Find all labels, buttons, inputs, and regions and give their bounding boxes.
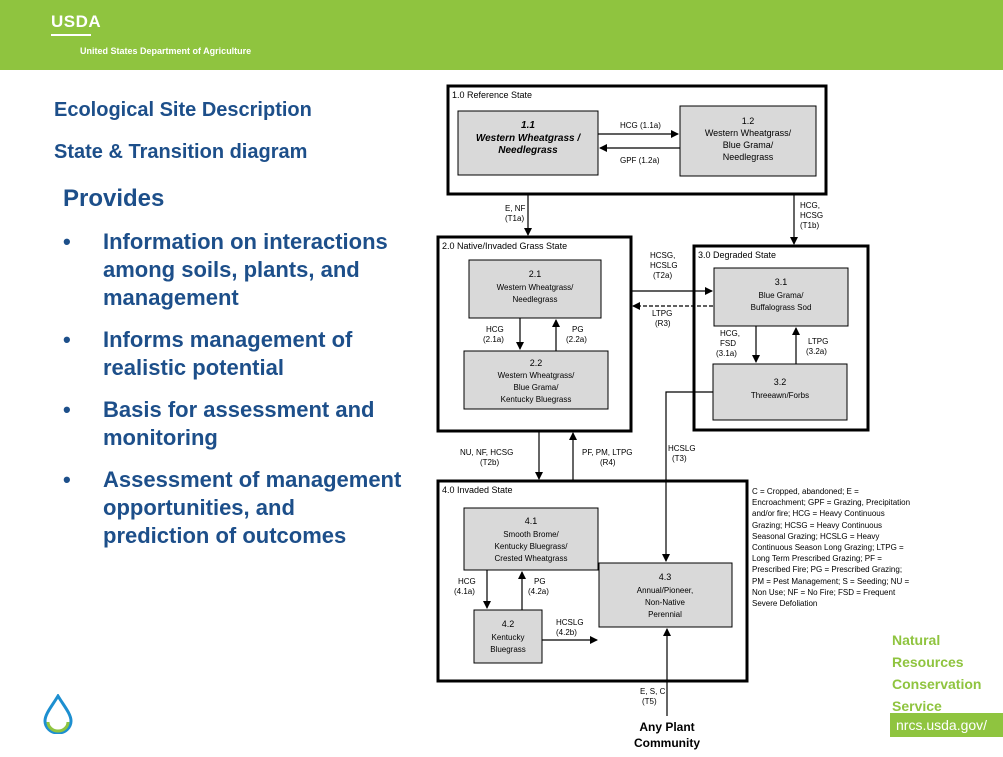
svg-text:Crested Wheatgrass: Crested Wheatgrass bbox=[495, 554, 568, 563]
header-band: USDA United States Department of Agricul… bbox=[0, 0, 1003, 70]
svg-text:Blue Grama/: Blue Grama/ bbox=[514, 383, 560, 392]
svg-text:4.3: 4.3 bbox=[659, 572, 672, 582]
transition-label-t1b: HCG, HCSG (T1b) bbox=[800, 201, 825, 230]
svg-text:Western Wheatgrass/: Western Wheatgrass/ bbox=[497, 283, 575, 292]
transition-label-3-1a: HCG, FSD (3.1a) bbox=[716, 329, 742, 358]
community-3-1: 3.1 Blue Grama/ Buffalograss Sod bbox=[713, 267, 849, 327]
community-1-2: 1.2 Western Wheatgrass/ Blue Grama/ Need… bbox=[679, 105, 817, 177]
bullet-item: •Basis for assessment and monitoring bbox=[63, 397, 375, 450]
svg-text:Blue Grama/: Blue Grama/ bbox=[723, 140, 774, 150]
provides-heading: Provides bbox=[63, 185, 165, 212]
usda-logo: USDA bbox=[51, 12, 101, 36]
svg-text:Bluegrass: Bluegrass bbox=[490, 645, 526, 654]
svg-text:Annual/Pioneer,: Annual/Pioneer, bbox=[637, 586, 694, 595]
bullet-item: •Information on interactions among soils… bbox=[63, 229, 388, 310]
transition-label-4-1a: HCG (4.1a) bbox=[454, 577, 478, 596]
water-drop-icon bbox=[43, 694, 73, 734]
state-label-4: 4.0 Invaded State bbox=[442, 485, 513, 495]
svg-text:3.2: 3.2 bbox=[774, 377, 787, 387]
transition-label-t1a: E, NF (T1a) bbox=[505, 204, 528, 223]
svg-text:4.1: 4.1 bbox=[525, 516, 538, 526]
svg-text:Needlegrass: Needlegrass bbox=[723, 152, 774, 162]
svg-text:Kentucky Bluegrass: Kentucky Bluegrass bbox=[501, 395, 572, 404]
transition-label-1-1a: HCG (1.1a) bbox=[620, 121, 661, 130]
community-2-1: 2.1 Western Wheatgrass/ Needlegrass bbox=[468, 259, 602, 319]
svg-text:3.1: 3.1 bbox=[775, 277, 788, 287]
svg-text:Needlegrass: Needlegrass bbox=[498, 145, 558, 156]
transition-label-r3: LTPG (R3) bbox=[652, 309, 675, 328]
svg-text:2.2: 2.2 bbox=[530, 358, 543, 368]
svg-text:Blue Grama/: Blue Grama/ bbox=[759, 291, 805, 300]
nrcs-url[interactable]: nrcs.usda.gov/ bbox=[890, 713, 1003, 737]
state-label-2: 2.0 Native/Invaded Grass State bbox=[442, 241, 567, 251]
svg-text:1.1: 1.1 bbox=[521, 120, 535, 131]
bullet-list: •Information on interactions among soils… bbox=[63, 228, 403, 564]
diagram-legend: C = Cropped, abandoned; E = Encroachment… bbox=[752, 487, 911, 609]
community-2-2: 2.2 Western Wheatgrass/ Blue Grama/ Kent… bbox=[463, 350, 609, 410]
svg-text:Western Wheatgrass/: Western Wheatgrass/ bbox=[498, 371, 576, 380]
any-plant-community: Any Plant Community bbox=[634, 720, 700, 750]
transition-label-t3: HCSLG (T3) bbox=[668, 444, 698, 463]
nrcs-agency-name: Natural Resources Conservation Service bbox=[892, 632, 982, 714]
arrow-t3 bbox=[662, 391, 713, 562]
transition-label-1-2a: GPF (1.2a) bbox=[620, 156, 660, 165]
svg-text:1.2: 1.2 bbox=[742, 116, 755, 126]
bullet-item: •Assessment of management opportunities,… bbox=[63, 467, 402, 548]
community-4-1: 4.1 Smooth Brome/ Kentucky Bluegrass/ Cr… bbox=[463, 507, 599, 571]
slide-title-line2: State & Transition diagram bbox=[54, 141, 308, 163]
bullet-item: •Informs management of realistic potenti… bbox=[63, 327, 353, 380]
svg-text:Needlegrass: Needlegrass bbox=[513, 295, 558, 304]
svg-text:Kentucky Bluegrass/: Kentucky Bluegrass/ bbox=[495, 542, 569, 551]
community-4-3: 4.3 Annual/Pioneer, Non-Native Perennial bbox=[598, 562, 733, 628]
transition-label-3-2a: LTPG (3.2a) bbox=[806, 337, 831, 356]
slide-title-line1: Ecological Site Description bbox=[54, 99, 312, 121]
transition-label-2-2a: PG (2.2a) bbox=[566, 325, 587, 344]
transition-label-2-1a: HCG (2.1a) bbox=[483, 325, 506, 344]
svg-text:Threeawn/Forbs: Threeawn/Forbs bbox=[751, 391, 809, 400]
community-4-2: 4.2 Kentucky Bluegrass bbox=[473, 609, 543, 664]
transition-label-r4: PF, PM, LTPG (R4) bbox=[582, 448, 635, 467]
svg-text:Perennial: Perennial bbox=[648, 610, 682, 619]
svg-text:Kentucky: Kentucky bbox=[492, 633, 525, 642]
svg-text:Smooth Brome/: Smooth Brome/ bbox=[503, 530, 559, 539]
transition-label-t5: E, S, C (T5) bbox=[640, 687, 668, 706]
svg-text:2.1: 2.1 bbox=[529, 269, 542, 279]
transition-label-t2b: NU, NF, HCSG (T2b) bbox=[460, 448, 516, 467]
department-name: United States Department of Agriculture bbox=[80, 46, 252, 56]
community-1-1: 1.1 Western Wheatgrass / Needlegrass bbox=[457, 110, 599, 176]
state-label-1: 1.0 Reference State bbox=[452, 90, 532, 100]
transition-label-t2a: HCSG, HCSLG (T2a) bbox=[650, 251, 680, 280]
svg-text:Western Wheatgrass/: Western Wheatgrass/ bbox=[705, 128, 792, 138]
svg-text:Any Plant: Any Plant bbox=[639, 720, 694, 734]
state-label-3: 3.0 Degraded State bbox=[698, 250, 776, 260]
svg-text:Western Wheatgrass /: Western Wheatgrass / bbox=[476, 133, 582, 144]
transition-label-4-2a: PG (4.2a) bbox=[528, 577, 549, 596]
svg-text:Non-Native: Non-Native bbox=[645, 598, 686, 607]
svg-text:Buffalograss Sod: Buffalograss Sod bbox=[751, 303, 812, 312]
community-3-2: 3.2 Threeawn/Forbs bbox=[712, 363, 848, 421]
svg-text:Community: Community bbox=[634, 736, 700, 750]
transition-label-4-2b: HCSLG (4.2b) bbox=[556, 618, 586, 637]
state-transition-diagram: 1.0 Reference State 2.0 Native/Invaded G… bbox=[436, 84, 870, 750]
svg-text:4.2: 4.2 bbox=[502, 619, 515, 629]
